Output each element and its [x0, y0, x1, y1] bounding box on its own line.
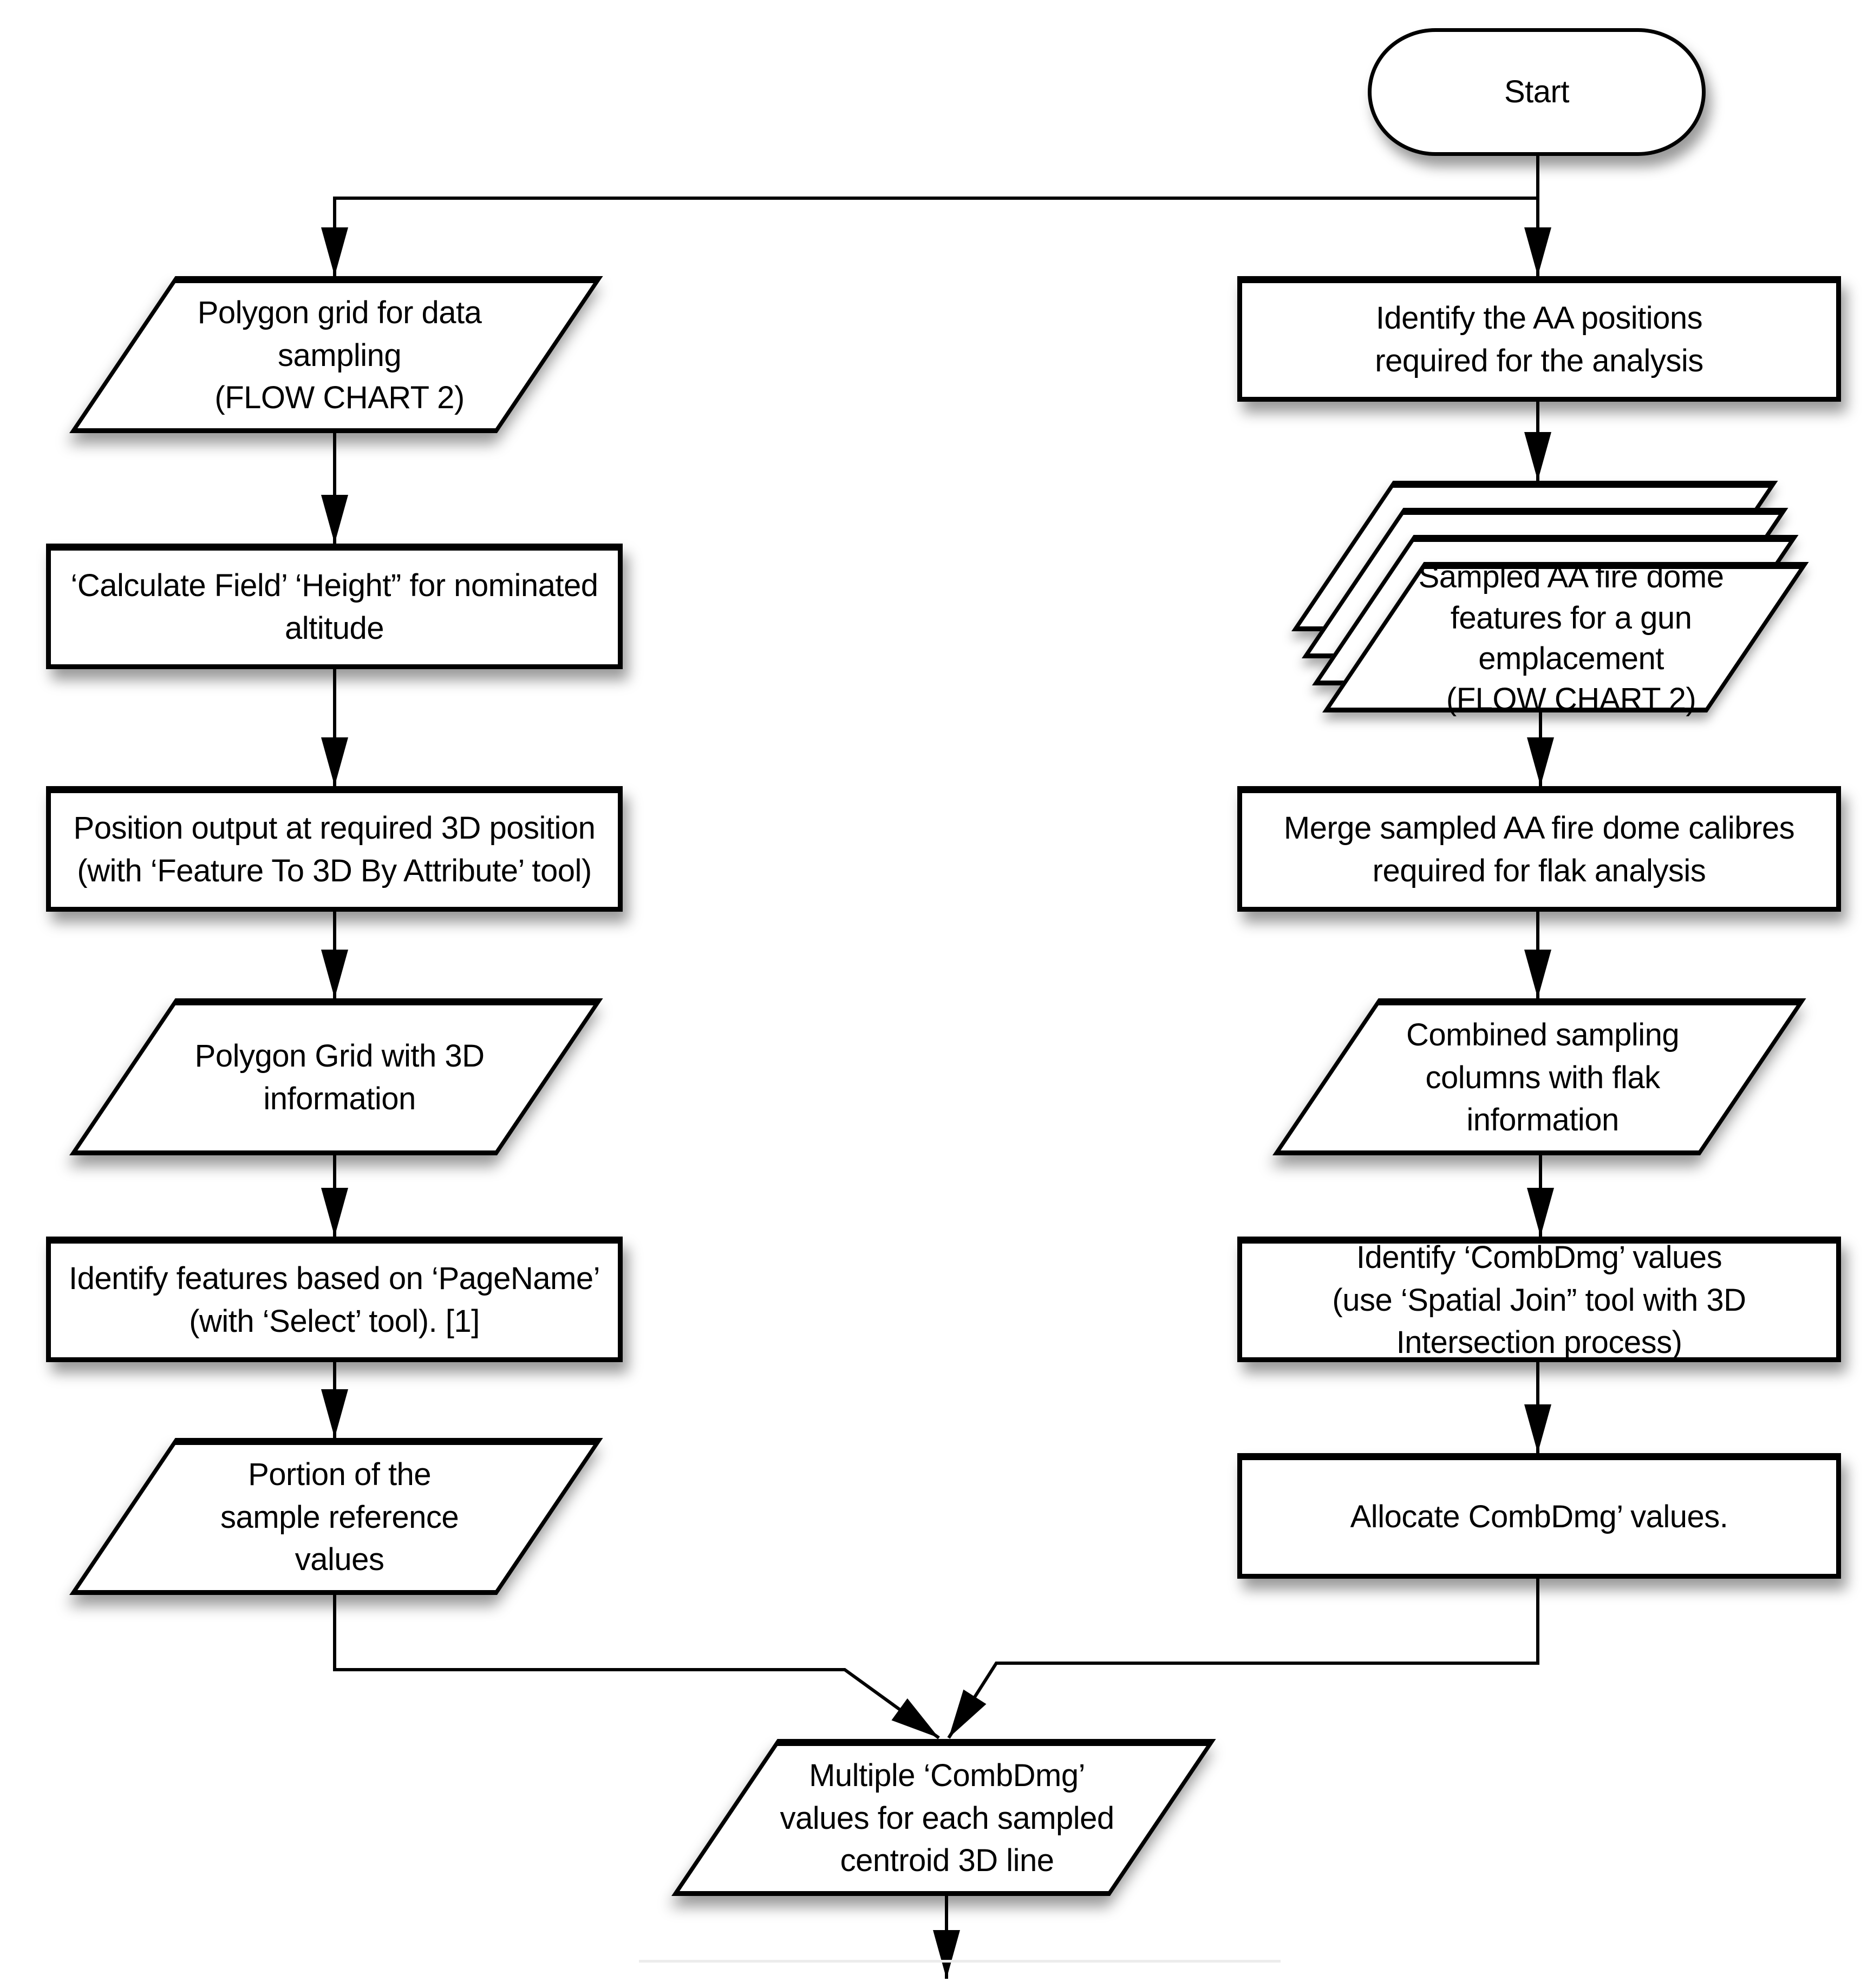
flow-node-merge-sampled-aa-calibres: Merge sampled AA fire dome calibres requ…: [1237, 786, 1841, 912]
node-label: Multiple ‘CombDmg’ values for each sampl…: [780, 1757, 1114, 1879]
flow-node-multiple-combdmg-values: Multiple ‘CombDmg’ values for each sampl…: [671, 1739, 1216, 1896]
node-label: ‘Calculate Field’ ‘Height” for nominated…: [70, 568, 599, 646]
flow-node-polygon-grid-data-sampling: Polygon grid for data sampling (FLOW CHA…: [69, 276, 603, 433]
connector-portion-sample-to-multiple-combdmg: [333, 1595, 940, 1740]
node-label: Portion of the sample reference values: [220, 1456, 459, 1578]
flow-node-allocate-combdmg-values: Allocate CombDmg’ values.: [1237, 1453, 1841, 1579]
flow-node-position-output-3d: Position output at required 3D position …: [46, 786, 623, 912]
node-label: Position output at required 3D position …: [73, 810, 596, 888]
cutoff-shape-edge: [639, 1960, 1281, 1963]
flow-node-sampled-aa-fire-dome: Sampled AA fire dome features for a gun …: [1322, 559, 1809, 717]
node-label: Merge sampled AA fire dome calibres requ…: [1283, 810, 1795, 888]
node-label: Identify features based on ‘PageName’ (w…: [68, 1261, 600, 1339]
flow-node-identify-features-pagename: Identify features based on ‘PageName’ (w…: [46, 1237, 623, 1362]
flow-node-combined-sampling-columns: Combined sampling columns with flak info…: [1272, 998, 1806, 1155]
flow-node-identify-combdmg-values: Identify ‘CombDmg’ values (use ‘Spatial …: [1237, 1237, 1841, 1362]
node-label: Sampled AA fire dome features for a gun …: [1418, 559, 1724, 717]
connector-start-branch-to-polygon-grid: [321, 197, 1538, 276]
node-label: Polygon Grid with 3D information: [194, 1038, 485, 1116]
node-label: Combined sampling columns with flak info…: [1406, 1017, 1680, 1138]
node-label: Identify ‘CombDmg’ values (use ‘Spatial …: [1332, 1239, 1746, 1361]
node-label: Start: [1504, 74, 1570, 109]
flow-node-start: Start: [1368, 28, 1706, 156]
node-label: Polygon grid for data sampling (FLOW CHA…: [197, 295, 482, 416]
flow-node-identify-aa-positions: Identify the AA positions required for t…: [1237, 276, 1841, 402]
node-label: Identify the AA positions required for t…: [1375, 300, 1703, 378]
flow-node-polygon-grid-3d-information: Polygon Grid with 3D information: [69, 998, 603, 1155]
flow-node-calculate-field-height: ‘Calculate Field’ ‘Height” for nominated…: [46, 544, 623, 669]
connector-allocate-to-multiple-combdmg: [947, 1579, 1539, 1739]
node-label: Allocate CombDmg’ values.: [1350, 1499, 1728, 1534]
flow-node-portion-sample-reference-values: Portion of the sample reference values: [69, 1438, 603, 1595]
